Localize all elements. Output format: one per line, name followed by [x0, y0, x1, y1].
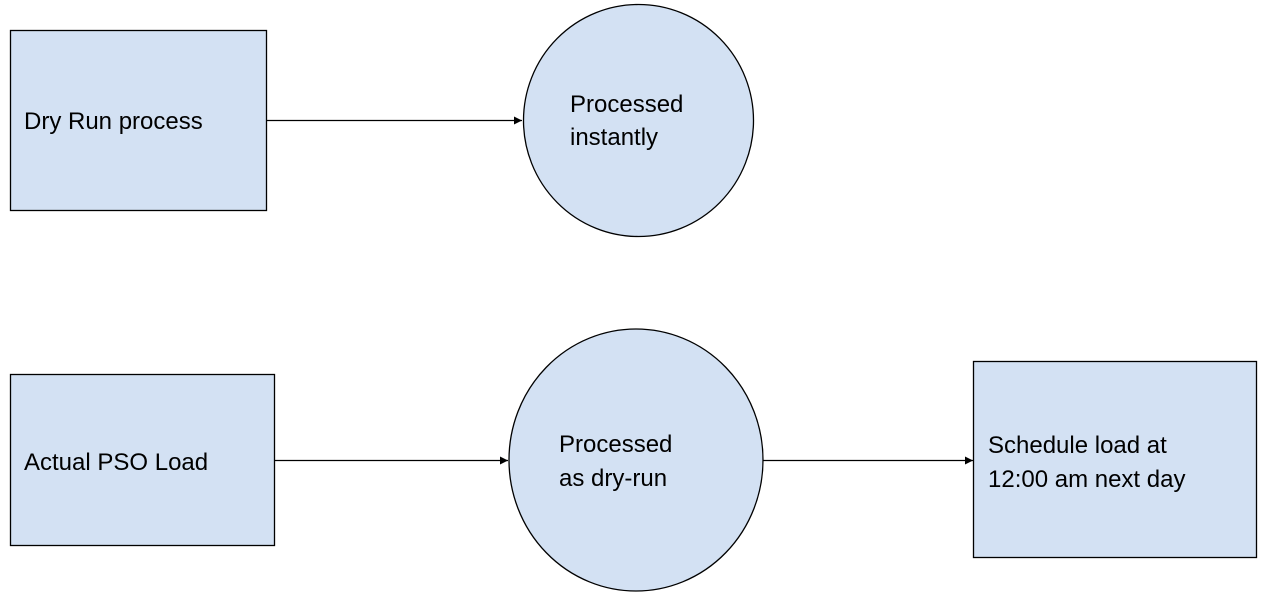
actual-pso-load-label: Actual PSO Load: [24, 449, 208, 476]
dry-run-process-node: Dry Run process: [9, 29, 268, 212]
dry-run-process-box: [9, 29, 268, 212]
processed-as-dry-run-label-line-1: Processed: [559, 431, 672, 458]
processed-as-dry-run-node: Processed as dry-run: [508, 328, 764, 592]
processed-as-dry-run-circle: [508, 328, 764, 592]
schedule-load-label-line-2: 12:00 am next day: [988, 466, 1185, 493]
actual-pso-load-box: [9, 373, 276, 547]
processed-instantly-label-line-1: Processed: [570, 91, 683, 118]
processed-instantly-circle: [522, 3, 755, 238]
schedule-load-node: Schedule load at 12:00 am next day: [972, 360, 1258, 559]
processed-as-dry-run-label-line-2: as dry-run: [559, 465, 667, 492]
schedule-load-box: [972, 360, 1258, 559]
actual-pso-load-node: Actual PSO Load: [9, 373, 276, 547]
schedule-load-label-line-1: Schedule load at: [988, 432, 1167, 459]
processed-instantly-label-line-2: instantly: [570, 124, 658, 151]
processed-instantly-node: Processed instantly: [522, 3, 755, 238]
dry-run-process-label: Dry Run process: [24, 108, 203, 135]
